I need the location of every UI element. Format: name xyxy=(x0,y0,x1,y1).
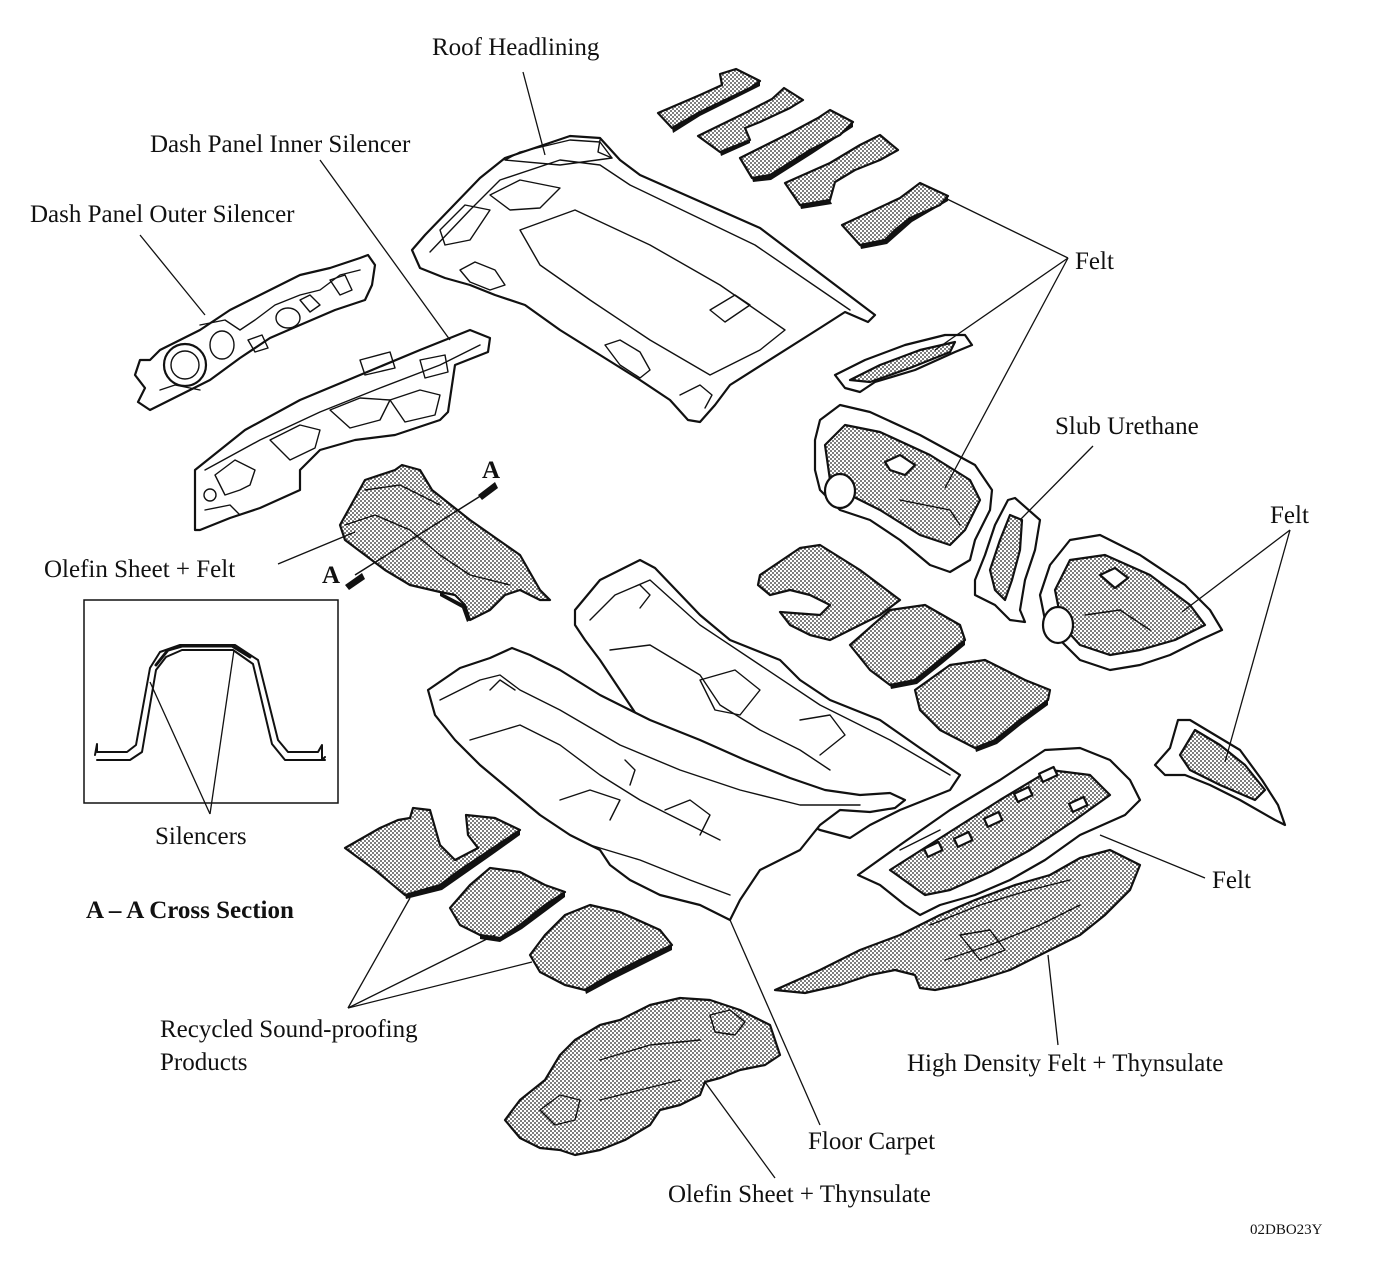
floor-felt-pads xyxy=(756,543,1052,752)
front-door-trim-part xyxy=(813,403,994,574)
cross-section-title: A – A Cross Section xyxy=(86,897,294,924)
package-tray-part xyxy=(856,746,1142,917)
quarter-felt-lower xyxy=(1153,718,1287,827)
roof-headlining-label: Roof Headlining xyxy=(432,34,600,61)
dash-panel-outer-silencer-part xyxy=(133,253,377,412)
trunk-felt-part xyxy=(773,848,1142,995)
slub-urethane-part xyxy=(973,496,1042,624)
felt-lower-right-label: Felt xyxy=(1212,867,1251,894)
high-density-felt-label: High Density Felt + Thynsulate xyxy=(907,1050,1223,1077)
dash-panel-inner-silencer-label: Dash Panel Inner Silencer xyxy=(150,131,411,158)
rear-door-trim-part xyxy=(1038,533,1224,672)
olefin-sheet-felt-label: Olefin Sheet + Felt xyxy=(44,556,235,583)
olefin-sheet-thynsulate-part xyxy=(503,996,782,1157)
felt-strips-top xyxy=(656,67,950,249)
quarter-felt-upper xyxy=(833,333,974,394)
floor-carpet-label: Floor Carpet xyxy=(808,1128,935,1155)
figure-code: 02DBO23Y xyxy=(1250,1222,1323,1238)
front-floor-carpet-part xyxy=(426,646,907,922)
olefin-sheet-thynsulate-label: Olefin Sheet + Thynsulate xyxy=(668,1181,931,1208)
recycled-products-label-line2: Products xyxy=(160,1049,248,1076)
felt-right-label: Felt xyxy=(1270,502,1309,529)
section-marker-a-bottom: A xyxy=(322,562,340,589)
felt-top-label: Felt xyxy=(1075,248,1114,275)
cross-section-box xyxy=(83,599,339,804)
olefin-sheet-felt-part xyxy=(338,463,552,622)
recycled-products-label-line1: Recycled Sound-proofing xyxy=(160,1016,418,1043)
slub-urethane-label: Slub Urethane xyxy=(1055,413,1199,440)
roof-headlining-part xyxy=(410,134,877,424)
section-marker-a xyxy=(345,482,498,590)
dash-panel-inner-silencer-part xyxy=(193,328,492,532)
recycled-floor-pads xyxy=(343,806,674,994)
silencers-label: Silencers xyxy=(155,823,247,850)
rear-floor-carpet-part xyxy=(573,558,962,840)
leader-lines xyxy=(139,71,1291,1179)
section-marker-a-top: A xyxy=(482,457,500,484)
dash-panel-outer-silencer-label: Dash Panel Outer Silencer xyxy=(30,201,295,228)
